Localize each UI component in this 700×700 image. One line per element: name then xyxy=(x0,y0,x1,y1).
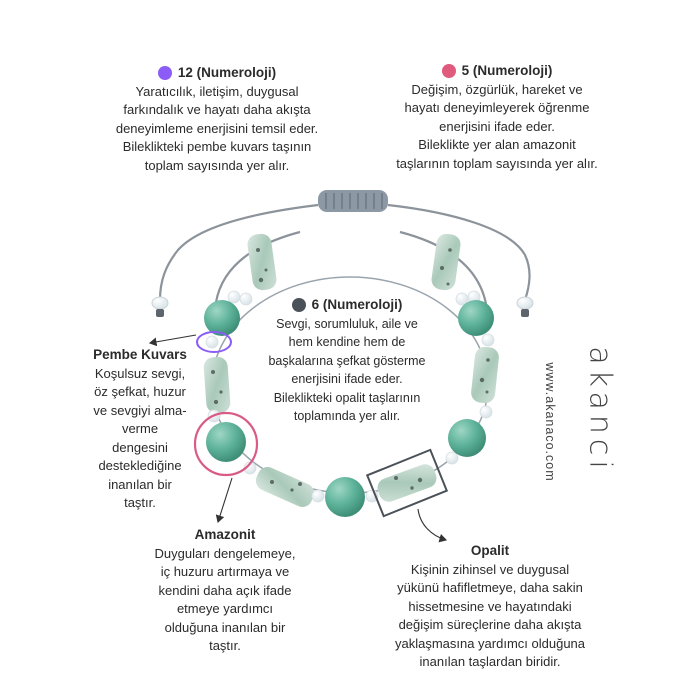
pink-quartz-highlight xyxy=(196,331,232,353)
cord-end-right xyxy=(516,296,534,317)
jasper-tube-beads xyxy=(203,233,499,507)
opalite-highlight-box xyxy=(365,448,449,518)
amazonit-line-4: etmeye yardımcı xyxy=(176,601,274,616)
numerology-6-line-3: başkalarına şefkat gösterme xyxy=(268,353,426,368)
brand-website: www.akanaco.com xyxy=(543,362,557,482)
numerology-6-title: 6 (Numeroloji) xyxy=(311,297,403,312)
brand-logo: akanci xyxy=(582,346,618,474)
numerology-6-block: 6 (Numeroloji) Sevgi, sorumluluk, aile v… xyxy=(252,296,442,426)
numerology-12-heading: 12 (Numeroloji) xyxy=(92,64,342,83)
numerology-5-line-1: Değişim, özgürlük, hareket ve xyxy=(411,81,583,97)
numerology-12-line-5: toplam sayısında yer alır. xyxy=(144,157,290,173)
pembe-kuvars-line-8: taştır. xyxy=(124,495,156,510)
numerology-6-line-1: Sevgi, sorumluluk, aile ve xyxy=(276,316,418,331)
amazonite-highlight xyxy=(193,411,259,477)
pembe-kuvars-line-1: Koşulsuz sevgi, xyxy=(94,365,186,381)
pembe-kuvars-block: Pembe Kuvars Koşulsuz sevgi, öz şefkat, … xyxy=(75,346,205,513)
opalite-spacer-beads xyxy=(205,290,495,503)
pembe-kuvars-line-6: desteklediğine xyxy=(98,458,182,473)
tube-speckles xyxy=(211,248,490,492)
cord-end-left xyxy=(151,296,169,317)
numerology-5-line-3: enerjisini ifade eder. xyxy=(439,118,555,134)
opalit-line-2: yükünü hafifletmeye, daha sakin xyxy=(397,580,583,595)
amazonit-title: Amazonit xyxy=(194,527,256,542)
opalit-line-1: Kişinin zihinsel ve duygusal xyxy=(410,561,570,577)
numerology-5-heading: 5 (Numeroloji) xyxy=(372,62,622,81)
opalit-line-5: yaklaşmasına yardımcı olduğuna xyxy=(394,635,586,651)
numerology-12-line-4: Bileklikteki pembe kuvars taşının xyxy=(122,139,312,154)
pembe-kuvars-line-7: inanılan bir xyxy=(108,476,172,492)
amazonit-line-1: Duyguları dengelemeye, xyxy=(154,545,296,561)
numerology-6-line-6: toplamında yer alır. xyxy=(293,409,401,423)
opalit-block: Opalit Kişinin zihinsel ve duygusal yükü… xyxy=(355,542,625,672)
amazonit-block: Amazonit Duyguları dengelemeye, iç huzur… xyxy=(120,526,330,656)
numerology-6-line-2: hem kendine hem de xyxy=(288,335,406,349)
numerology-6-line-5: Bileklikteki opalit taşlarının xyxy=(273,390,421,405)
purple-dot-icon xyxy=(157,66,172,81)
numerology-6-line-4: enerjisini ifade eder. xyxy=(291,372,403,386)
pointer-arrows xyxy=(148,334,448,543)
amazonit-line-2: iç huzuru artırmaya ve xyxy=(160,564,290,579)
numerology-5-line-2: hayatı deneyimleyerek öğrenme xyxy=(404,100,590,115)
opalit-line-3: hissetmesine ve hayatındaki xyxy=(408,598,572,614)
opalit-line-6: inanılan taşlardan biridir. xyxy=(419,654,561,669)
numerology-5-line-5: taşlarının toplam sayısında yer alır. xyxy=(396,155,598,171)
amazonite-beads xyxy=(204,300,494,517)
pembe-kuvars-line-4: verme xyxy=(121,421,159,436)
brand-vertical: akanci www.akanaco.com xyxy=(543,346,688,492)
gray-dot-icon xyxy=(291,298,306,313)
numerology-12-line-2: farkındalık ve hayatı daha akışta xyxy=(123,102,311,117)
numerology-12-title: 12 (Numeroloji) xyxy=(177,65,277,80)
numerology-12-line-1: Yaratıcılık, iletişim, duygusal xyxy=(135,83,299,99)
pink-dot-icon xyxy=(441,64,456,79)
pembe-kuvars-line-5: dengesini xyxy=(112,439,168,455)
numerology-6-heading: 6 (Numeroloji) xyxy=(252,296,442,315)
cord xyxy=(158,203,531,311)
opalit-title: Opalit xyxy=(470,543,510,558)
amazonit-line-3: kendini daha açık ifade xyxy=(158,582,292,598)
amazonit-line-6: taştır. xyxy=(209,638,241,653)
numerology-5-block: 5 (Numeroloji) Değişim, özgürlük, hareke… xyxy=(372,62,622,173)
numerology-12-block: 12 (Numeroloji) Yaratıcılık, iletişim, d… xyxy=(92,64,342,175)
sliding-knot xyxy=(318,190,388,212)
numerology-5-line-4: Bileklikte yer alan amazonit xyxy=(418,137,576,152)
opalit-line-4: değişim süreçlerine daha akışta xyxy=(398,617,582,632)
pembe-kuvars-line-2: öz şefkat, huzur xyxy=(94,384,186,399)
numerology-12-line-3: deneyimleme enerjisini temsil eder. xyxy=(115,120,319,136)
numerology-5-title: 5 (Numeroloji) xyxy=(461,63,553,78)
amazonit-line-5: olduğuna inanılan bir xyxy=(164,619,286,635)
pembe-kuvars-title: Pembe Kuvars xyxy=(93,347,187,362)
pembe-kuvars-line-3: ve sevgiyi alma- xyxy=(93,402,187,418)
